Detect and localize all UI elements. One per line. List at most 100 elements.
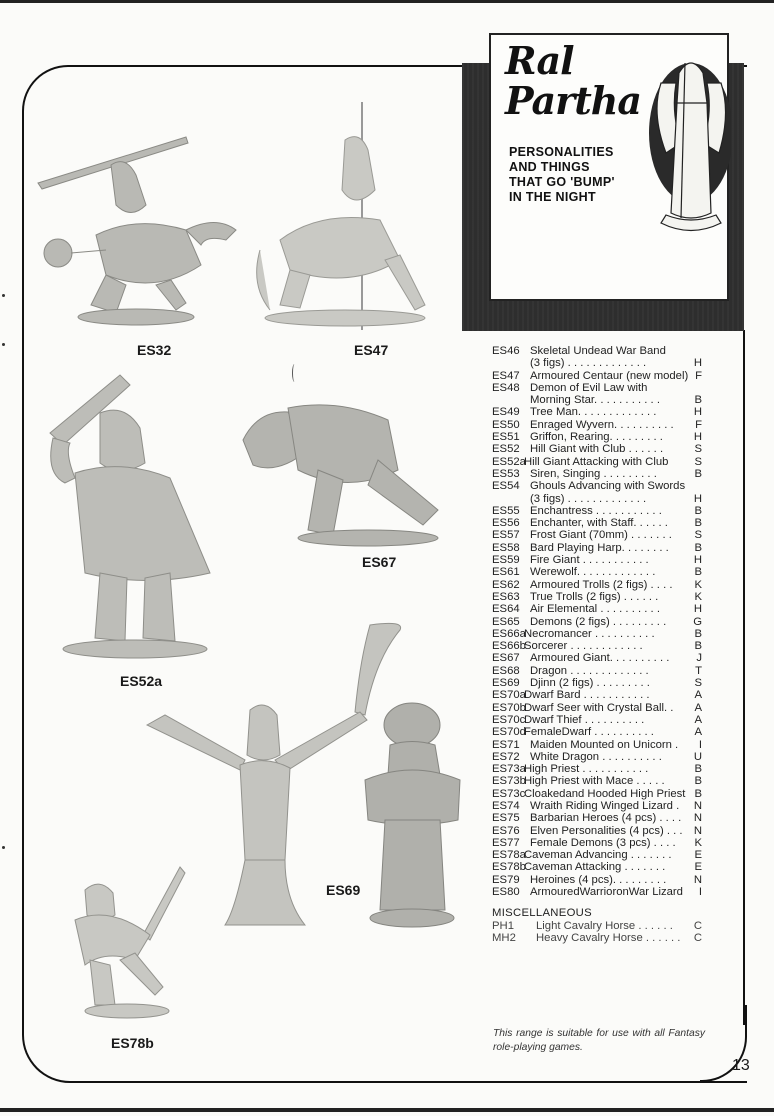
item-price-code: S: [694, 677, 702, 690]
item-price-code: N: [693, 873, 702, 886]
item-description: Dragon . . . . . . . . . . . . .: [530, 664, 649, 677]
item-price-code: C: [693, 931, 702, 944]
top-rule: [0, 0, 774, 3]
item-description: Air Elemental . . . . . . . . . .: [530, 603, 660, 616]
tagline-line: AND THINGS: [509, 160, 590, 174]
margin-mark: [2, 294, 5, 297]
item-price-code: K: [694, 578, 702, 591]
brand-box: Ral Partha PERSONALITIES AND THINGS THAT…: [489, 33, 731, 301]
item-description: Skeletal Undead War Band: [530, 345, 666, 357]
item-price-code: B: [694, 394, 702, 407]
figure-label: ES32: [137, 342, 172, 358]
item-description: Siren, Singing . . . . . . . . .: [530, 467, 657, 480]
item-description: Dwarf Bard . . . . . . . . . . .: [524, 689, 650, 702]
brand-logo: Ral Partha: [505, 41, 642, 121]
footnote: This range is suitable for use with all …: [493, 1028, 705, 1053]
item-code: ES50: [492, 418, 520, 431]
item-price-code: N: [693, 799, 702, 812]
item-code: ES55: [492, 504, 520, 517]
item-price-code: F: [695, 369, 702, 382]
item-price-code: B: [694, 627, 702, 640]
item-description: Djinn (2 figs) . . . . . . . . .: [530, 677, 650, 690]
item-price-code: H: [693, 406, 702, 419]
figure-es67-image: [242, 404, 439, 547]
figure-es47-image: [256, 102, 426, 330]
item-code: ES61: [492, 566, 520, 579]
item-description: Tree Man. . . . . . . . . . . . .: [530, 406, 657, 419]
catalog-item-continuation: (3 figs) . . . . . . . . . . . . .H: [492, 493, 702, 505]
item-price-code: N: [693, 812, 702, 825]
item-code: ES46: [492, 345, 520, 357]
item-code: ES76: [492, 824, 520, 837]
item-description: Hill Giant with Club . . . . . .: [530, 443, 664, 456]
item-description: Light Cavalry Horse . . . . . .: [536, 919, 673, 932]
item-description: Dwarf Thief . . . . . . . . . .: [524, 713, 645, 726]
item-description: Caveman Attacking . . . . . . .: [524, 861, 666, 874]
item-description: True Trolls (2 figs) . . . . . .: [530, 590, 659, 603]
item-code: PH1: [492, 919, 514, 932]
item-price-code: B: [694, 566, 702, 579]
item-price-code: S: [694, 529, 702, 542]
item-description: Enchanter, with Staff. . . . . .: [530, 517, 668, 530]
item-description: Caveman Advancing . . . . . . .: [524, 849, 672, 862]
item-price-code: S: [694, 443, 702, 456]
item-code: ES47: [492, 369, 520, 382]
item-description: Bard Playing Harp. . . . . . . .: [530, 541, 669, 554]
misc-section-title: MISCELLANEOUS: [492, 907, 592, 920]
item-description: Elven Personalities (4 pcs) . . .: [530, 824, 683, 837]
catalog-item: ES47 Armoured Centaur (new model) F: [492, 370, 702, 382]
item-code: ES73c: [492, 787, 526, 800]
item-price-code: I: [698, 738, 702, 751]
figure-es69-djinn-right-image: [364, 702, 461, 928]
figure-label: ES52a: [120, 673, 163, 689]
item-code: ES71: [492, 738, 520, 751]
item-price-code: C: [693, 919, 702, 932]
item-price-code: J: [696, 652, 702, 665]
item-code: ES59: [492, 554, 520, 567]
item-code: ES80: [492, 886, 520, 899]
item-description: Armoured Centaur (new model): [530, 369, 689, 382]
item-price-code: B: [694, 787, 702, 800]
item-code: ES72: [492, 750, 520, 763]
item-code: ES73b: [492, 775, 526, 788]
item-description-continued: Morning Star. . . . . . . . . . .: [530, 394, 660, 407]
item-price-code: B: [694, 517, 702, 530]
figure-es69-djinn-left-image: [145, 622, 402, 926]
item-code: ES73a: [492, 763, 526, 776]
item-price-code: H: [693, 554, 702, 567]
item-price-code: A: [694, 713, 702, 726]
item-code: ES53: [492, 467, 520, 480]
item-code: ES48: [492, 381, 520, 394]
item-description: Hill Giant Attacking with Club: [524, 455, 669, 468]
item-price-code: B: [694, 504, 702, 517]
